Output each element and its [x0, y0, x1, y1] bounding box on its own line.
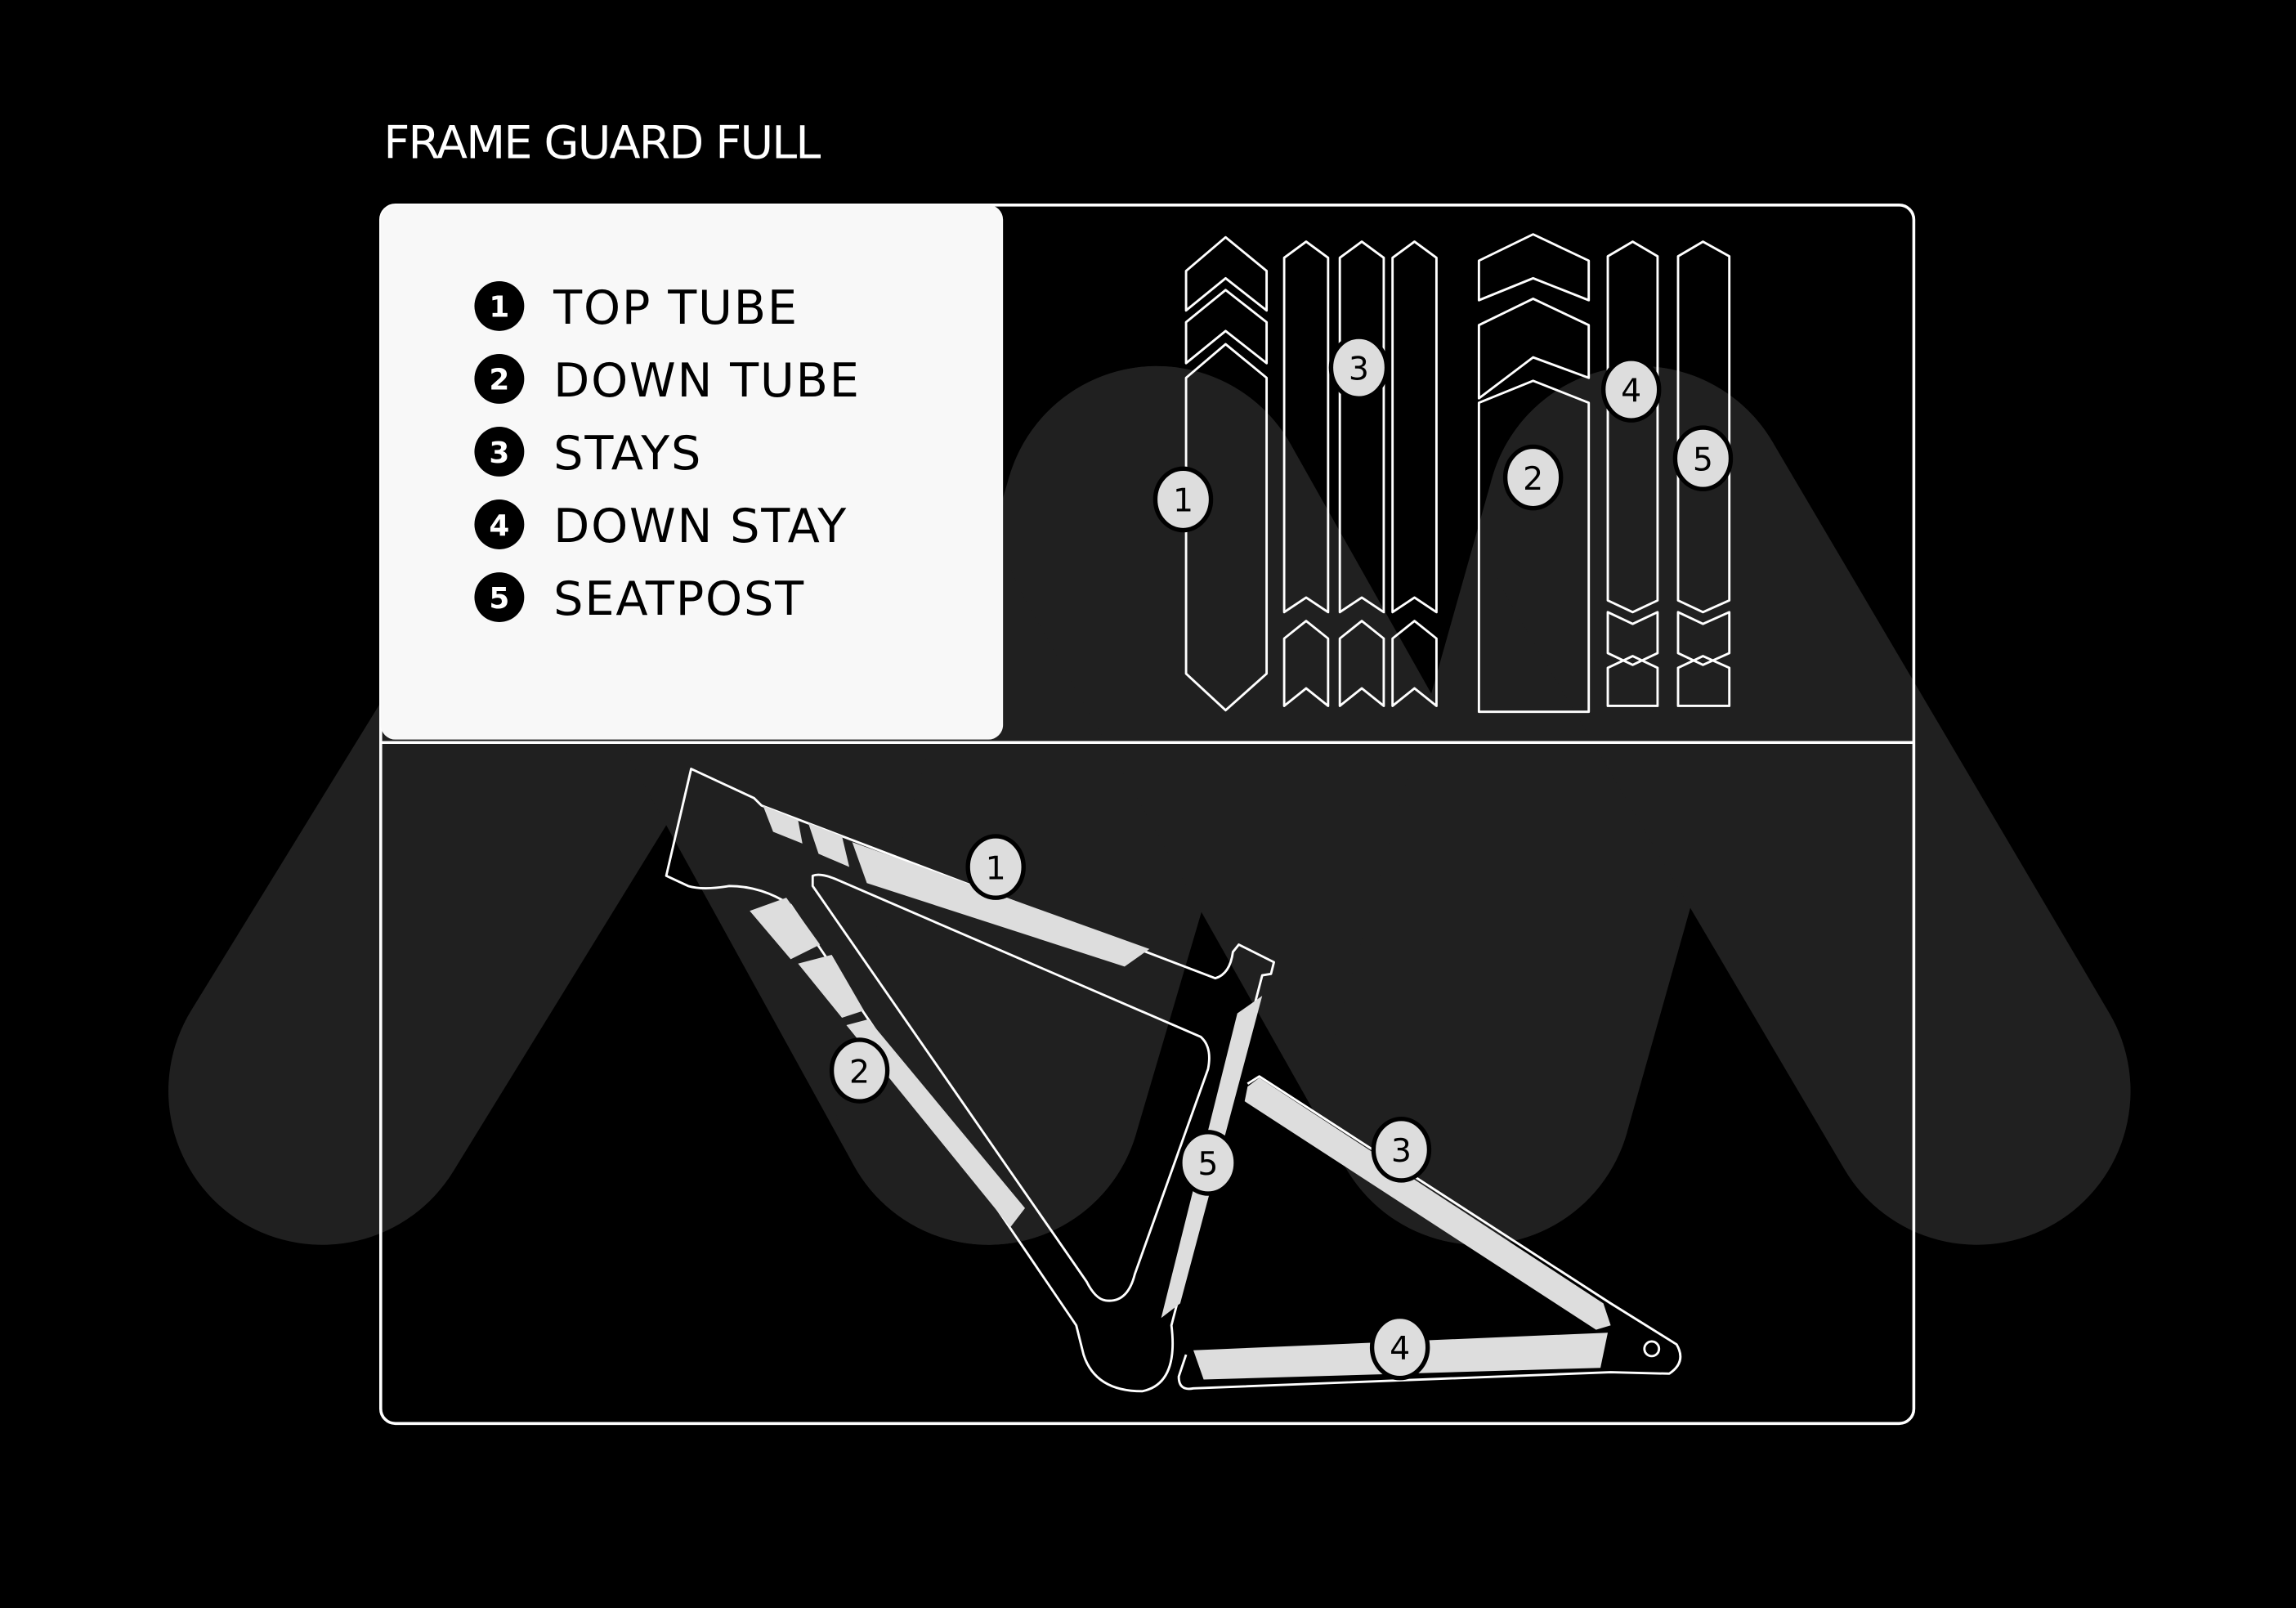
marker-badge	[965, 834, 1026, 900]
number-marker: 5	[1672, 425, 1734, 492]
legend-item: 2 DOWN TUBE	[474, 353, 861, 408]
legend-item: 5 SEATPOST	[474, 571, 805, 626]
stay-piece	[1391, 620, 1438, 707]
front-triangle-outline	[665, 768, 1275, 1393]
rear-triangle-outline	[1177, 1075, 1682, 1391]
marker-number: 4	[1390, 1330, 1410, 1368]
marker-number: 1	[986, 849, 1006, 887]
down-tube-piece	[1477, 233, 1591, 302]
legend-number-badge	[474, 427, 525, 477]
legend-number: 3	[489, 437, 509, 470]
number-marker: 4	[1600, 356, 1662, 423]
seatpost-piece	[1676, 240, 1731, 614]
top-tube-piece	[1184, 289, 1269, 365]
marker-number: 3	[1349, 350, 1369, 387]
number-marker: 2	[829, 1037, 890, 1104]
markers: 1 3 2 4 5 1 2 5 3 4	[829, 334, 1734, 1381]
marker-badge	[1672, 425, 1734, 492]
legend-item: 4 DOWN STAY	[474, 499, 848, 553]
marker-badge	[829, 1037, 890, 1104]
number-marker: 3	[1328, 334, 1390, 401]
front-triangle-inner	[811, 873, 1211, 1302]
legend-item: 1 TOP TUBE	[474, 280, 799, 335]
number-marker: 4	[1369, 1314, 1430, 1381]
marker-number: 3	[1391, 1132, 1412, 1170]
down-tube-sticker	[798, 955, 864, 1019]
stay-piece	[1338, 240, 1385, 614]
legend-label: SEATPOST	[553, 571, 805, 626]
marker-badge	[1371, 1116, 1432, 1183]
legend-label: STAYS	[553, 426, 702, 481]
top-tube-piece	[1184, 343, 1269, 712]
legend-panel	[380, 204, 1004, 740]
stay-piece	[1338, 620, 1385, 707]
number-marker: 1	[965, 834, 1026, 900]
legend-number: 4	[489, 509, 509, 543]
top-tube-sticker	[808, 822, 850, 867]
legend-label: DOWN STAY	[553, 499, 848, 553]
marker-badge	[1178, 1130, 1238, 1196]
marker-number: 5	[1693, 441, 1713, 479]
legend-number: 5	[489, 582, 509, 616]
number-marker: 2	[1502, 444, 1564, 511]
marker-badge	[1152, 466, 1214, 533]
legend-number-badge	[474, 572, 525, 623]
seatpost-piece	[1676, 655, 1731, 707]
number-marker: 1	[1152, 466, 1214, 533]
down-tube-piece	[1477, 298, 1591, 400]
legend-number-badge	[474, 353, 525, 404]
legend: 1 TOP TUBE 2 DOWN TUBE 3 STAYS 4 DOWN STAY 5 SEAT…	[474, 280, 861, 626]
page-title: FRAME GUARD FULL	[383, 116, 821, 169]
stay-piece	[1391, 240, 1438, 614]
legend-label: DOWN TUBE	[553, 353, 861, 408]
marker-number: 1	[1173, 482, 1193, 520]
number-marker: 3	[1371, 1116, 1432, 1183]
legend-number: 1	[489, 291, 509, 325]
sticker-sheet	[1184, 233, 1731, 714]
top-tube-sticker	[763, 805, 803, 844]
down-stay-piece	[1606, 240, 1659, 614]
marker-number: 5	[1197, 1145, 1218, 1183]
dropout-hole	[1643, 1340, 1661, 1358]
down-stay-piece	[1606, 611, 1659, 666]
legend-number-badge	[474, 280, 525, 331]
outer-border	[378, 204, 1916, 1426]
marker-number: 2	[1523, 460, 1543, 498]
top-tube-piece	[1184, 235, 1269, 312]
stay-piece	[1282, 620, 1330, 707]
number-marker: 5	[1178, 1130, 1238, 1196]
marker-badge	[1502, 444, 1564, 511]
marker-badge	[1369, 1314, 1430, 1381]
marker-badge	[1328, 334, 1390, 401]
marker-number: 2	[849, 1053, 870, 1091]
down-tube-sticker	[750, 898, 821, 960]
stay-piece	[1282, 240, 1330, 614]
seatpost-piece	[1676, 611, 1731, 666]
stays-sticker	[1244, 1077, 1611, 1330]
legend-number-badge	[474, 499, 525, 549]
top-tube-sticker	[852, 842, 1150, 967]
legend-label: TOP TUBE	[553, 280, 799, 335]
legend-number: 2	[489, 364, 509, 397]
down-tube-piece	[1477, 379, 1591, 714]
legend-item: 3 STAYS	[474, 426, 702, 481]
down-tube-sticker	[846, 1019, 1026, 1228]
marker-number: 4	[1621, 372, 1641, 410]
down-stay-piece	[1606, 655, 1659, 707]
marker-badge	[1600, 356, 1662, 423]
